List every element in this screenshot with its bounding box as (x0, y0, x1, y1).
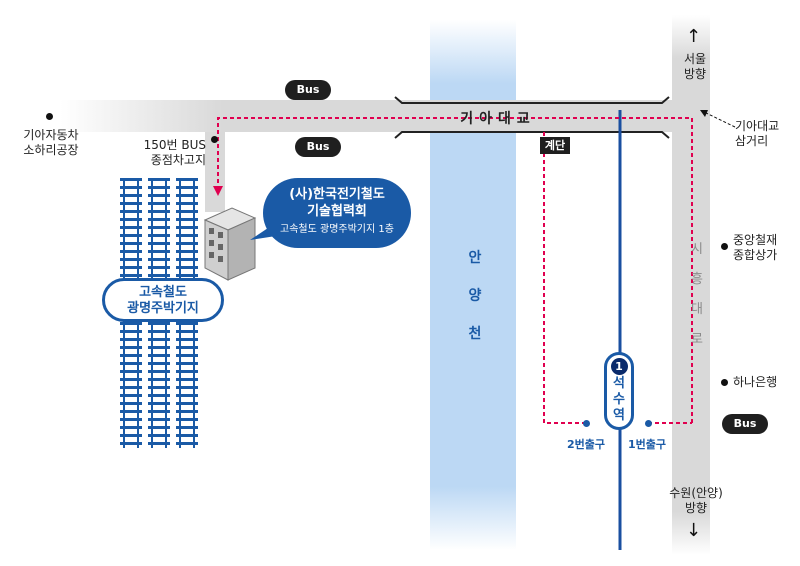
exit2-dot (583, 420, 590, 427)
suwon-line2: 방향 (684, 501, 708, 515)
office-callout: (사)한국전기철도 기술협력회 고속철도 광명주박기지 1층 (263, 178, 411, 248)
building-icon (203, 207, 257, 281)
route-from-exit2 (543, 132, 586, 424)
callout-line1: (사)한국전기철도 (289, 187, 385, 202)
junction-pointer (703, 111, 736, 128)
branch-road (205, 132, 225, 212)
road-char-3: 대 (691, 302, 703, 317)
siheung-daero-label: 시 흥 대 로 (686, 238, 708, 358)
horizontal-road (60, 100, 710, 132)
seoul-direction-label: 서울 방향 (670, 52, 720, 82)
stream-label: 안 양 천 (464, 247, 486, 361)
seoksu-station: 1 석 수 역 (604, 352, 634, 430)
kia-junction-label: 기아대교 삼거리 (735, 119, 779, 149)
exit1-dot (645, 420, 652, 427)
north-arrow-icon: ↑ (686, 26, 702, 47)
kia-bridge-label: 기아대교 (460, 111, 536, 127)
jungang-dot (721, 243, 728, 250)
depot-line1: 고속철도 (139, 285, 187, 300)
hana-bank-dot (721, 379, 728, 386)
kia-factory-dot (46, 113, 53, 120)
exit2-label: 2번출구 (567, 438, 606, 451)
depot-line2: 광명주박기지 (127, 301, 199, 316)
road-char-2: 흥 (691, 272, 703, 287)
jungang-line1: 중앙철재 (733, 233, 778, 247)
kia-factory-line1: 기아자동차 (23, 128, 79, 142)
suwon-direction-label: 수원(안양) 방향 (660, 486, 732, 516)
bridge-rail-top (394, 96, 670, 104)
road-char-4: 로 (691, 332, 703, 347)
bridge-rail-bottom (394, 131, 670, 139)
bus150-line1: 150번 BUS (143, 138, 206, 152)
suwon-line1: 수원(안양) (669, 486, 723, 500)
jungang-label: 중앙철재 종합상가 (733, 233, 777, 263)
station-char-2: 수 (613, 392, 625, 407)
station-char-1: 석 (613, 376, 625, 391)
callout-line2: 기술협력회 (307, 204, 367, 219)
stream-char-3: 천 (468, 326, 482, 342)
seoul-line1: 서울 (683, 52, 707, 66)
stairs-badge: 계단 (540, 137, 570, 154)
route-arrow-head (213, 186, 223, 196)
kia-factory-line2: 소하리공장 (23, 143, 79, 157)
seoul-line2: 방향 (683, 67, 707, 81)
junction-line2: 삼거리 (735, 134, 769, 148)
south-arrow-icon: ↓ (686, 520, 702, 541)
bus150-dot (211, 136, 218, 143)
bus150-line2: 종점차고지 (150, 153, 206, 167)
bus-stop-top: Bus (285, 80, 331, 100)
hana-bank-label: 하나은행 (733, 375, 778, 389)
exit1-label: 1번출구 (628, 438, 667, 451)
line-1-badge: 1 (610, 358, 628, 375)
depot-label: 고속철도 광명주박기지 (102, 278, 224, 322)
bus-stop-right: Bus (722, 414, 768, 434)
station-char-3: 역 (613, 408, 625, 423)
callout-line3: 고속철도 광명주박기지 1층 (280, 224, 394, 235)
route-to-building (217, 117, 693, 423)
kia-factory-label: 기아자동차 소하리공장 (17, 128, 85, 158)
siheung-daero-road (672, 15, 710, 555)
road-char-1: 시 (691, 242, 703, 257)
stream-char-2: 양 (468, 288, 482, 304)
junction-pointer-head (700, 110, 708, 117)
bus150-label: 150번 BUS 종점차고지 (140, 138, 206, 168)
jungang-line2: 종합상가 (733, 248, 778, 262)
stream-char-1: 안 (468, 250, 482, 266)
bus-stop-mid: Bus (295, 137, 341, 157)
junction-line1: 기아대교 (735, 119, 780, 133)
